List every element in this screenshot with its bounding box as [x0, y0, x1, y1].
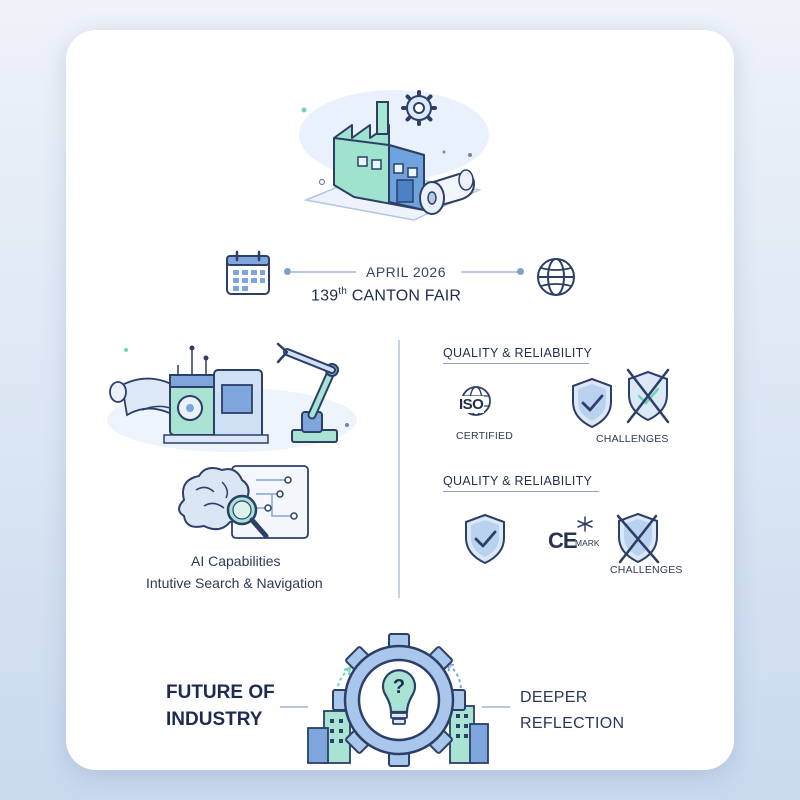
quality-section-title: QUALITY & RELIABILITY — [443, 346, 593, 360]
iso-badge: ISO — [458, 396, 485, 413]
section-rule — [443, 363, 589, 365]
calendar-icon — [226, 250, 270, 295]
mark-label: MARK — [575, 538, 600, 548]
column-divider — [398, 340, 400, 598]
ai-brain-illustration — [178, 465, 309, 539]
future-of-industry-title: FUTURE OF INDUSTRY — [166, 682, 275, 730]
ai-title: AI Capabilities — [191, 553, 281, 569]
shield-crossed-icon — [626, 368, 670, 424]
factory-illustration — [299, 90, 489, 221]
quality-section-title: QUALITY & RELIABILITY — [443, 474, 593, 488]
event-month: APRIL 2026 — [366, 264, 446, 280]
shield-check-icon — [572, 377, 612, 429]
challenges-label: CHALLENGES — [596, 433, 669, 445]
infographic-card: APRIL 2026 139th CANTON FAIR — [66, 30, 734, 770]
certified-label: CERTIFIED — [456, 430, 514, 442]
shield-check-icon — [465, 513, 505, 565]
shield-crossed-icon — [616, 512, 660, 564]
svg-text:?: ? — [393, 676, 405, 698]
ai-subtitle: Intutive Search & Navigation — [146, 575, 323, 591]
ce-badge: CE — [548, 528, 578, 553]
mark-star-icon — [577, 516, 593, 532]
event-name: 139th CANTON FAIR — [311, 286, 462, 305]
section-rule — [443, 491, 599, 493]
gear-lightbulb-illustration: ? — [307, 633, 489, 767]
challenges-label: CHALLENGES — [610, 564, 683, 576]
machinery-illustration — [107, 342, 357, 452]
globe-icon — [537, 258, 575, 296]
deeper-reflection-title: DEEPER REFLECTION — [520, 689, 625, 732]
